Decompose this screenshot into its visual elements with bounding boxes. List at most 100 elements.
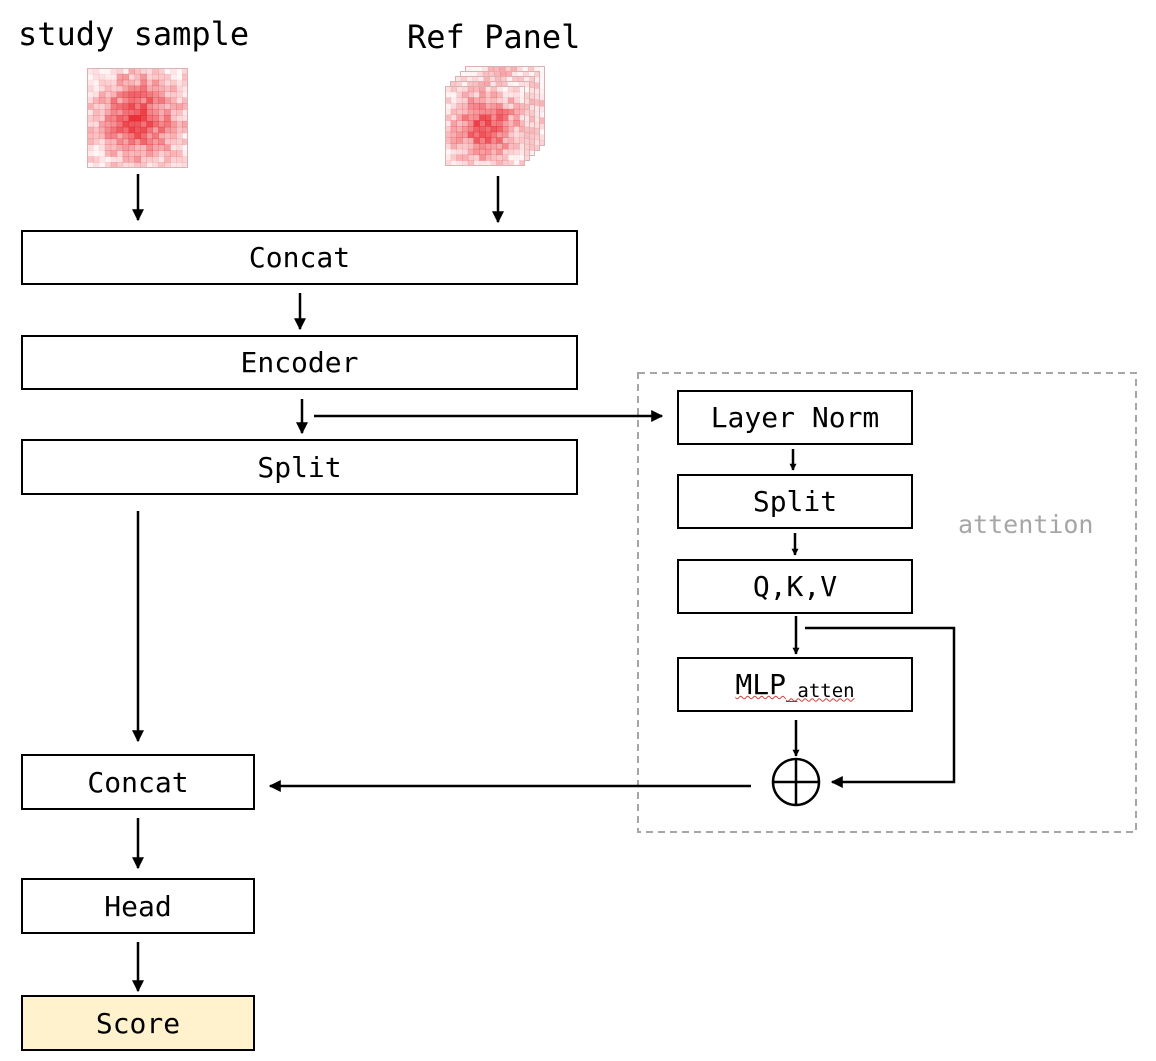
heatmap-cell bbox=[182, 150, 188, 157]
heatmap-cell bbox=[158, 68, 165, 75]
heatmap-cell bbox=[122, 126, 130, 134]
heatmap-cell bbox=[445, 91, 452, 98]
heatmap-cell bbox=[473, 86, 480, 93]
heatmap-cell bbox=[182, 126, 188, 134]
heatmap-cell bbox=[529, 93, 535, 100]
heatmap-cell bbox=[98, 150, 106, 157]
heatmap-cell bbox=[507, 131, 515, 138]
heatmap-cell bbox=[98, 115, 106, 122]
heatmap-cell bbox=[519, 120, 525, 127]
heatmap-cell bbox=[473, 97, 480, 104]
heatmap-cell bbox=[146, 162, 153, 168]
heatmap-cell bbox=[507, 81, 514, 88]
heatmap-cell bbox=[507, 97, 515, 104]
heatmap-cell bbox=[460, 71, 467, 78]
heatmap-cell bbox=[122, 85, 130, 93]
heatmap-cell bbox=[176, 79, 183, 87]
heatmap-cell bbox=[485, 143, 492, 150]
heatmap-cell bbox=[158, 73, 165, 81]
heatmap-cell bbox=[164, 68, 171, 75]
heatmap-cell bbox=[524, 109, 530, 116]
heatmap-cell bbox=[116, 150, 124, 157]
heatmap-cell bbox=[170, 85, 177, 93]
heatmap-cell bbox=[146, 85, 153, 93]
heatmap-cell bbox=[450, 103, 457, 110]
heatmap-cell bbox=[164, 103, 171, 110]
heatmap-cell bbox=[146, 91, 153, 98]
heatmap-cell bbox=[534, 128, 540, 135]
heatmap-cell bbox=[128, 162, 136, 168]
heatmap-cell bbox=[164, 162, 171, 168]
heatmap-cell bbox=[507, 160, 515, 166]
heatmap-cell bbox=[152, 115, 159, 122]
heatmap-cell bbox=[98, 156, 106, 163]
add-circle-icon bbox=[771, 757, 821, 807]
heatmap-cell bbox=[87, 85, 94, 93]
heatmap-cell bbox=[164, 85, 171, 93]
heatmap-cell bbox=[445, 154, 452, 161]
heatmap-cell bbox=[529, 133, 535, 140]
heatmap-cell bbox=[87, 73, 94, 81]
heatmap-cell bbox=[98, 91, 106, 98]
mlp-atten-box: MLP_atten bbox=[677, 657, 913, 712]
heatmap-cell bbox=[110, 109, 118, 116]
heatmap-cell bbox=[534, 111, 540, 118]
heatmap-cell bbox=[92, 73, 100, 81]
heatmap-cell bbox=[116, 144, 124, 151]
heatmap-cell bbox=[462, 131, 469, 138]
heatmap-cell bbox=[140, 156, 147, 163]
heatmap-cell bbox=[87, 97, 94, 104]
heatmap-cell bbox=[477, 76, 485, 83]
heatmap-cell bbox=[534, 139, 540, 146]
heatmap-cell bbox=[176, 162, 183, 168]
heatmap-cell bbox=[128, 144, 136, 151]
heatmap-cell bbox=[456, 120, 463, 127]
heatmap-cell bbox=[465, 66, 472, 73]
heatmap-cell bbox=[533, 66, 540, 73]
heatmap-cell bbox=[176, 126, 183, 134]
heatmap-cell bbox=[134, 138, 141, 145]
heatmap-cell bbox=[170, 115, 177, 122]
heatmap-cell bbox=[529, 87, 535, 94]
heatmap-cell bbox=[170, 97, 177, 104]
heatmap-cell bbox=[510, 66, 517, 73]
heatmap-cell bbox=[98, 162, 106, 168]
heatmap-cell bbox=[502, 86, 509, 93]
heatmap-cell bbox=[146, 68, 153, 75]
heatmap-cell bbox=[507, 137, 515, 144]
heatmap-cell bbox=[477, 71, 484, 78]
heatmap-cell bbox=[500, 71, 507, 78]
heatmap-cell bbox=[473, 137, 480, 144]
heatmap-cell bbox=[462, 103, 469, 110]
heatmap-cell bbox=[467, 154, 475, 161]
heatmap-cell bbox=[513, 120, 520, 127]
heatmap-cell bbox=[164, 73, 171, 81]
heatmap-cell bbox=[462, 114, 469, 121]
heatmap-cell bbox=[134, 85, 141, 93]
heatmap-cell bbox=[485, 148, 492, 156]
heatmap-cell bbox=[518, 81, 525, 88]
heatmap-cell bbox=[128, 115, 136, 122]
heatmap-cell bbox=[128, 68, 136, 75]
heatmap-cell bbox=[470, 66, 477, 73]
heatmap-cell bbox=[450, 126, 457, 133]
heatmap-cell bbox=[513, 137, 520, 144]
heatmap-cell bbox=[110, 150, 118, 157]
heatmap-cell bbox=[472, 81, 480, 88]
heatmap-cell bbox=[524, 155, 530, 161]
heatmap-cell bbox=[170, 138, 177, 145]
heatmap-cell bbox=[164, 150, 171, 157]
ref-panel-label: Ref Panel bbox=[407, 18, 581, 56]
heatmap-cell bbox=[539, 140, 545, 146]
heatmap-cell bbox=[152, 120, 159, 128]
heatmap-cell bbox=[176, 138, 183, 145]
heatmap-cell bbox=[527, 66, 535, 73]
heatmap-cell bbox=[479, 154, 486, 161]
heatmap-cell bbox=[490, 114, 497, 121]
mlp-text: MLP bbox=[735, 668, 786, 701]
heatmap-cell bbox=[496, 148, 503, 156]
heatmap-cell bbox=[485, 120, 492, 127]
heatmap-cell bbox=[87, 109, 94, 116]
mlp-subscript-text: _atten bbox=[785, 679, 855, 702]
heatmap-cell bbox=[539, 106, 545, 113]
